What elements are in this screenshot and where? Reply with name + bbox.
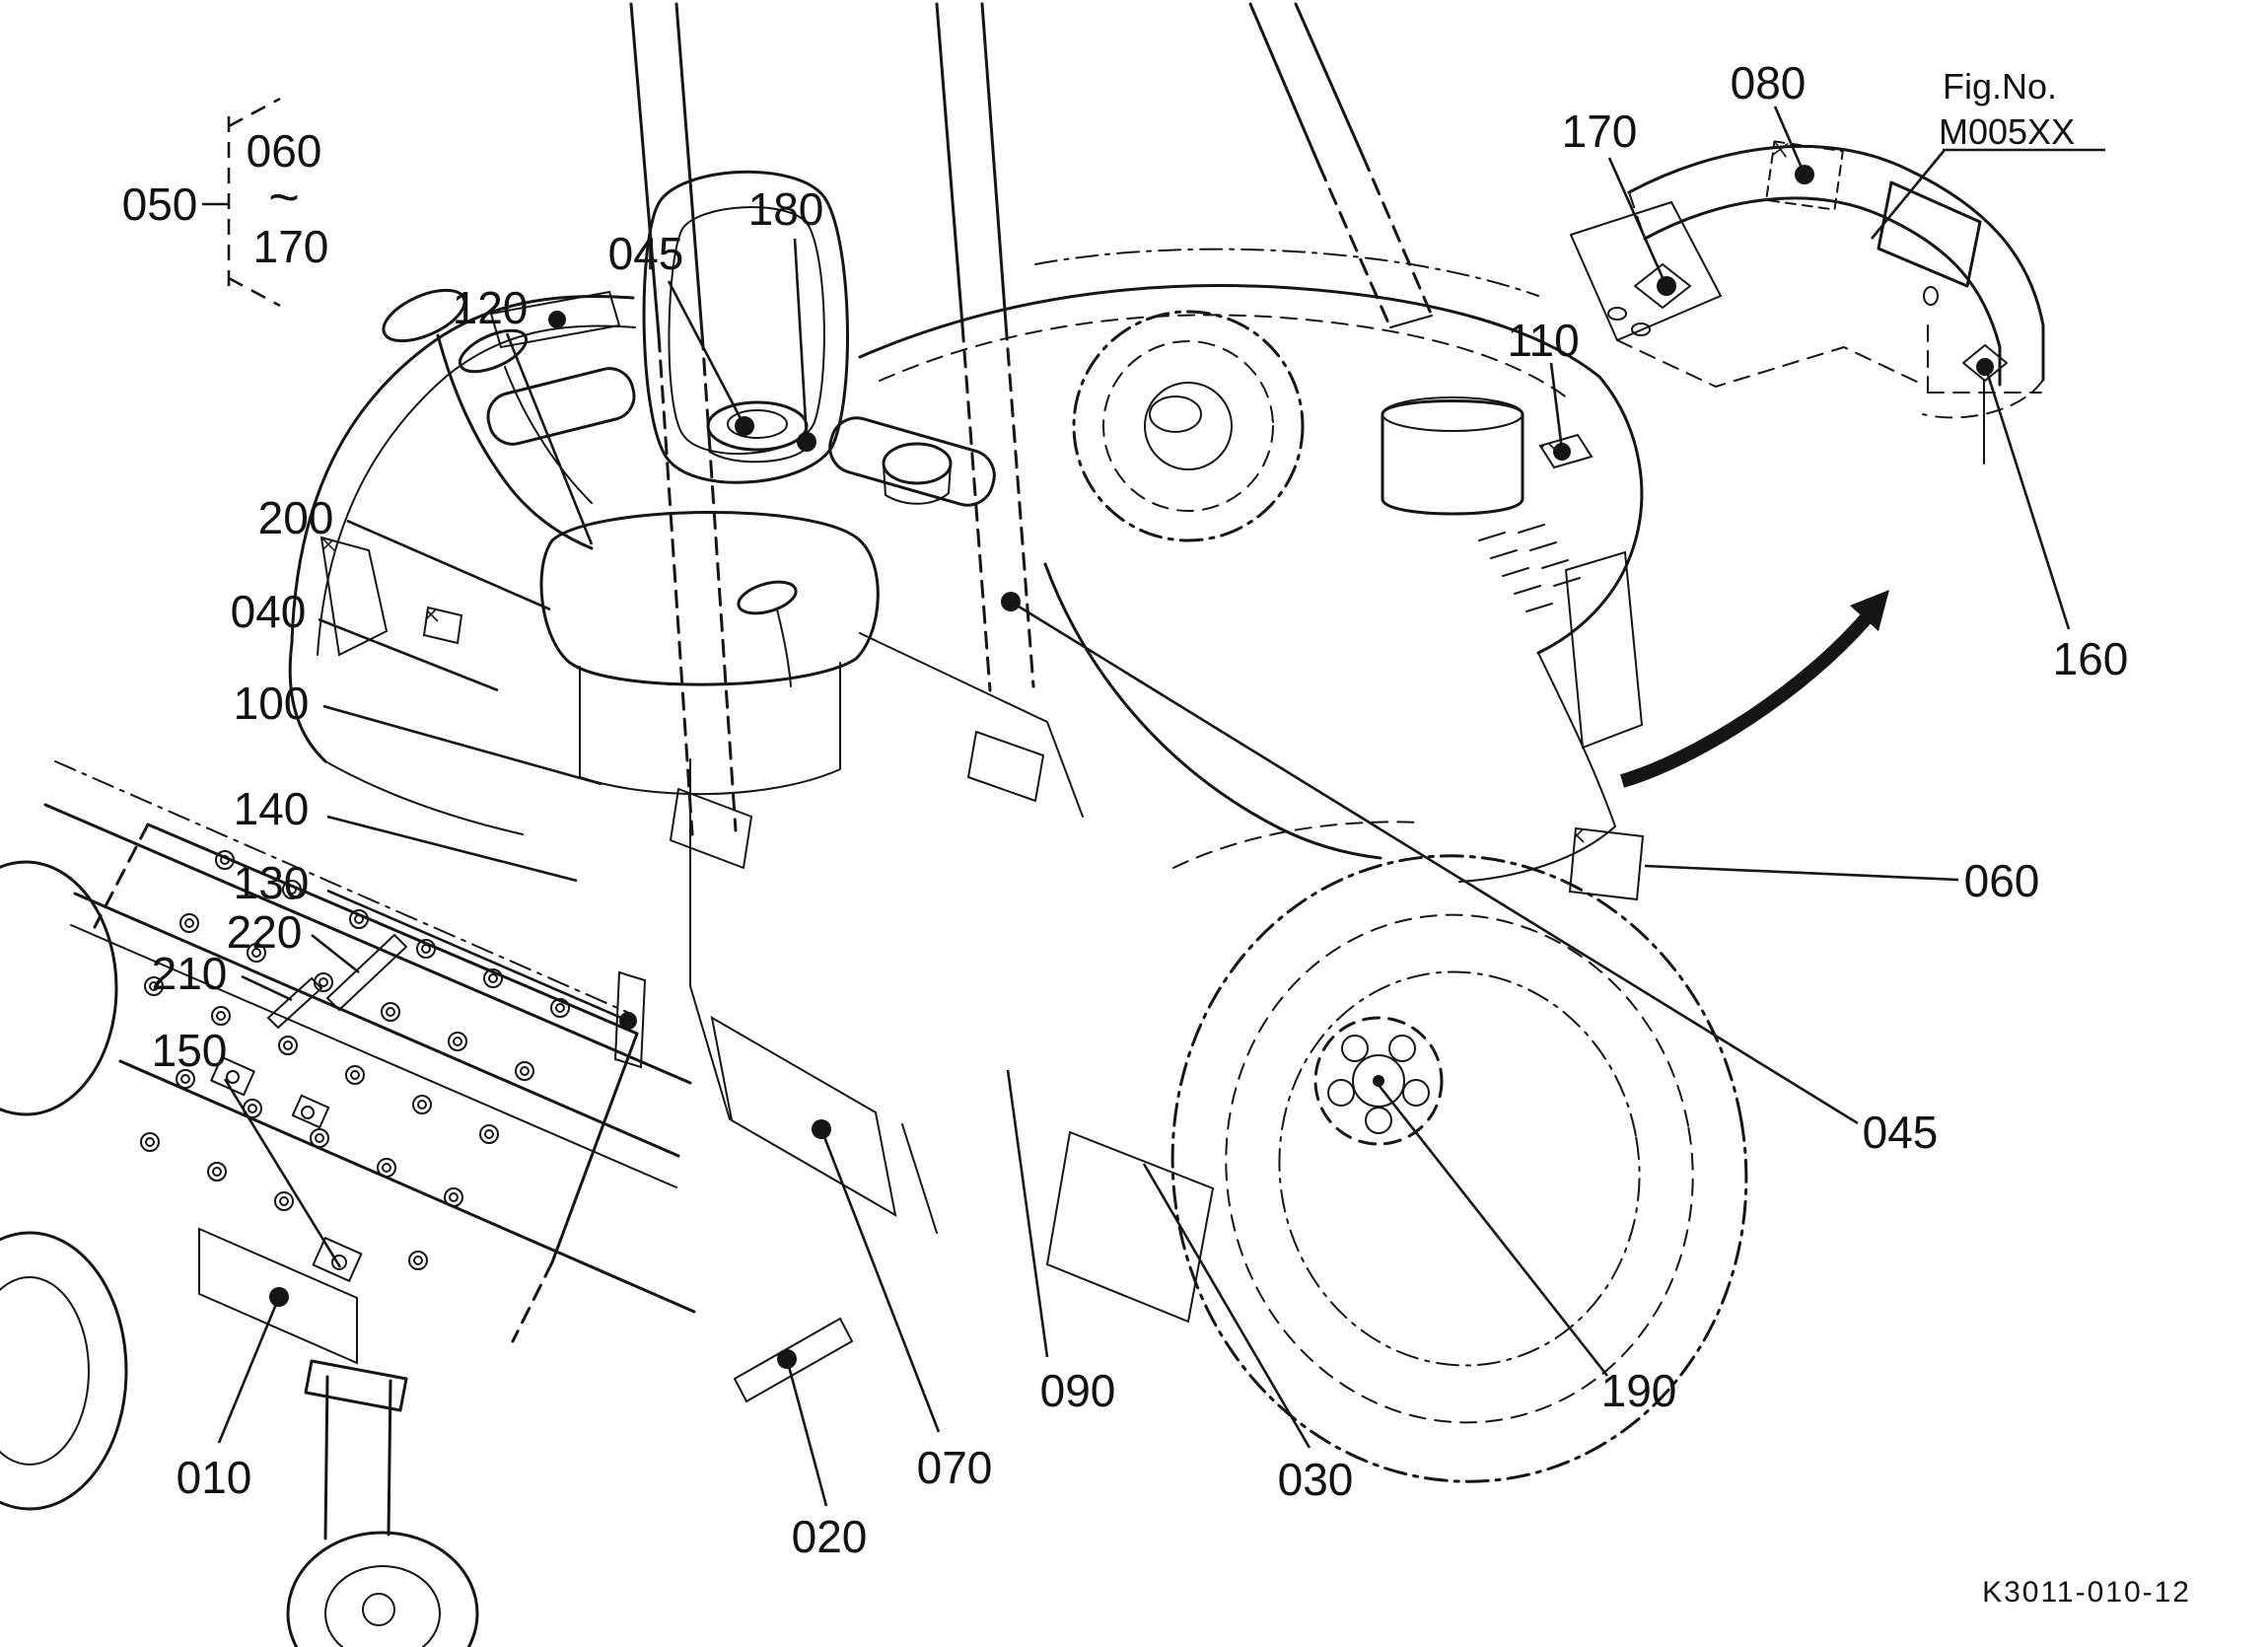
callout-190-label: 190 — [1601, 1365, 1677, 1416]
decal-small-square — [422, 606, 463, 645]
seat — [486, 170, 996, 796]
footrest-bolt-grid — [140, 850, 570, 1270]
rear-wheel — [1170, 821, 1748, 1483]
callout-020-label: 020 — [792, 1511, 868, 1562]
callout-170-inset-label: 170 — [1562, 106, 1638, 157]
callout-045-top-label: 045 — [608, 228, 684, 279]
callout-140-label: 140 — [234, 783, 310, 834]
callout-130-label: 130 — [234, 857, 310, 908]
rops-bar — [629, 2, 1434, 869]
bracket-050 — [202, 97, 281, 308]
callout-range-start-label: 060 — [247, 125, 322, 177]
callout-050-label: 050 — [122, 179, 198, 230]
callout-110-label: 110 — [1507, 315, 1579, 366]
callout-080-label: 080 — [1731, 57, 1807, 108]
callout-040-label: 040 — [231, 586, 307, 637]
callout-160-label: 160 — [2053, 633, 2129, 684]
callout-range-end-label: 170 — [253, 221, 329, 272]
direction-arrow — [1620, 590, 1889, 788]
callout-180-label: 180 — [748, 183, 824, 235]
cooling-fins — [1478, 524, 1581, 612]
callout-220-label: 220 — [227, 906, 303, 958]
fig-no-line2: M005XX — [1939, 111, 2075, 152]
callout-150-label: 150 — [152, 1025, 228, 1076]
callout-045-right-label: 045 — [1863, 1107, 1939, 1158]
mower-drawing — [0, 2, 1748, 1647]
inset-rear-bumper — [1570, 140, 2045, 465]
callout-labels: 050 060 ~ 170 120 045 180 200 040 100 14… — [122, 57, 2191, 1609]
caster-wheels — [0, 860, 479, 1647]
callout-210-label: 210 — [152, 948, 228, 999]
drawing-code: K3011-010-12 — [1982, 1576, 2191, 1609]
fig-no-line1: Fig.No. — [1943, 66, 2057, 107]
callout-010-label: 010 — [177, 1452, 252, 1503]
decal-side-panel — [1045, 1130, 1215, 1324]
callout-070-label: 070 — [917, 1442, 993, 1493]
callout-100-label: 100 — [234, 678, 310, 729]
decal-grille — [1564, 550, 1644, 750]
bumper-left-plate — [1570, 201, 1924, 388]
callout-range-tilde: ~ — [268, 168, 300, 227]
decal-220 — [325, 933, 408, 1012]
decal-hood-wedge — [319, 536, 389, 657]
decals — [198, 290, 1645, 1403]
callout-090-label: 090 — [1040, 1365, 1116, 1416]
decal-engine-side — [1568, 826, 1645, 901]
callout-120-label: 120 — [453, 282, 529, 333]
callout-200-label: 200 — [258, 492, 334, 543]
decal-210 — [266, 976, 323, 1030]
leader-lines — [202, 97, 2105, 1507]
callout-030-label: 030 — [1278, 1454, 1354, 1505]
callout-060-right-label: 060 — [1964, 855, 2040, 906]
decal-footwell-panel — [710, 1016, 897, 1217]
